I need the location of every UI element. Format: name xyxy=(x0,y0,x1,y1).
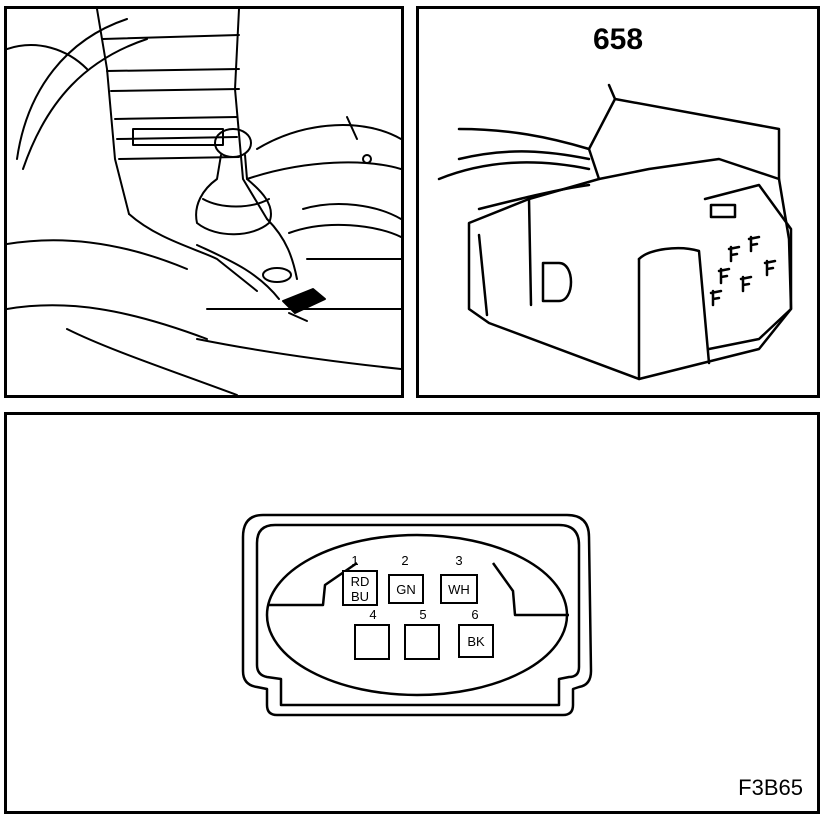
pin-number: 2 xyxy=(401,553,408,568)
connector-face-diagram: 1 RD BU 2 GN 3 WH 4 5 6 xyxy=(241,513,593,717)
connector-view-panel: 658 xyxy=(416,6,820,398)
pin-cavity xyxy=(440,574,478,604)
pin-number: 5 xyxy=(419,607,426,622)
pin-5: 5 xyxy=(404,607,440,660)
pin-number: 3 xyxy=(455,553,462,568)
pin-number: 1 xyxy=(351,553,358,568)
pinout-panel: 1 RD BU 2 GN 3 WH 4 5 6 xyxy=(4,412,820,814)
vehicle-location-panel xyxy=(4,6,404,398)
connector-number: 658 xyxy=(592,23,644,56)
connector-illustration xyxy=(437,83,793,381)
pin-cavity xyxy=(342,570,378,606)
pin-2: 2 GN xyxy=(388,553,424,604)
figure-code: F3B65 xyxy=(738,775,803,800)
pin-1: 1 RD BU xyxy=(342,553,378,606)
pin-cavity xyxy=(404,624,440,660)
wire-color: BK xyxy=(467,634,485,649)
pin-cavity xyxy=(354,624,390,660)
pin-4: 4 xyxy=(354,607,390,660)
center-console-illustration xyxy=(7,9,401,395)
pin-number: 4 xyxy=(369,607,376,622)
pin-number: 6 xyxy=(471,607,478,622)
pin-3: 3 WH xyxy=(440,553,478,604)
wire-color: BU xyxy=(351,589,369,604)
wire-color: RD xyxy=(351,574,370,589)
wire-color: WH xyxy=(448,582,470,597)
pin-6: 6 BK xyxy=(458,607,494,658)
pin-cavity xyxy=(388,574,424,604)
pin-cavity xyxy=(458,624,494,658)
wire-color: GN xyxy=(396,582,416,597)
